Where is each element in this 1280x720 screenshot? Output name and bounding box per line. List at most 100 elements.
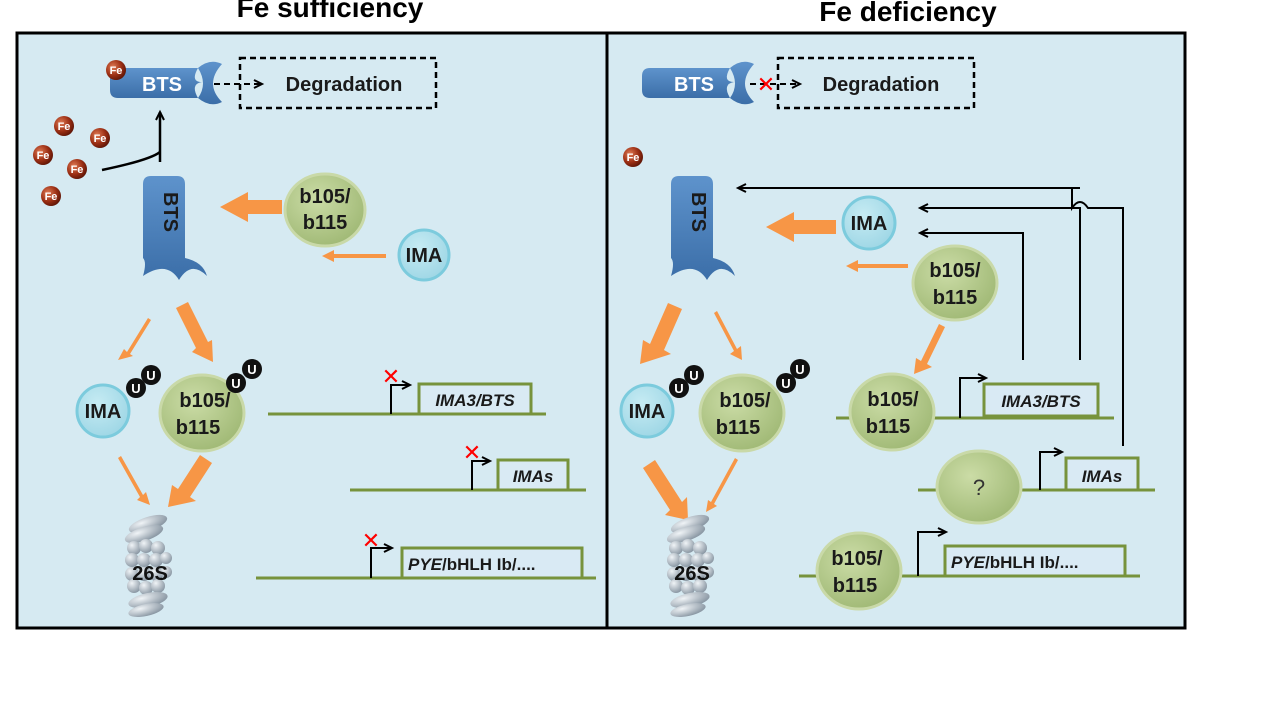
ubiquitin-label: U: [674, 381, 683, 396]
bts-protein-vertical: BTS: [671, 176, 735, 280]
b115-label: b115: [833, 575, 877, 597]
gene-label: IMAs: [1082, 467, 1123, 486]
orange-arrow-thin: [706, 458, 738, 512]
bhlh-b105-b115-bound: b105/ b115: [815, 531, 903, 611]
ubiquitin-label: U: [146, 368, 155, 383]
fe-label: Fe: [94, 133, 107, 145]
b115-label: b115: [933, 287, 977, 309]
ima-protein: IMA: [75, 383, 131, 439]
gene-ima3-bts-repressed: IMA3/BTS ✕: [268, 364, 546, 416]
gene-pye-active: PYE/bHLH Ib/....: [799, 527, 1140, 578]
ima-protein: IMA: [397, 228, 451, 282]
bhlh-b105-b115: b105/ b115: [283, 172, 367, 248]
b115-label: b115: [303, 212, 347, 234]
fe-label: Fe: [45, 191, 58, 203]
fe-label: Fe: [37, 150, 50, 162]
gene-imas-active: IMAs: [918, 447, 1155, 492]
gene-imas-repressed: IMAs ✕: [350, 440, 586, 492]
b105-label: b105/: [299, 186, 351, 208]
orange-arrow-thin: [846, 260, 908, 272]
gene-label: IMA3/BTS: [1001, 392, 1081, 411]
orange-arrow-thick: [176, 302, 213, 362]
bts-label: BTS: [674, 74, 714, 96]
proteasome-26s: 26S: [664, 511, 714, 620]
ubiquitin-label: U: [795, 362, 804, 377]
b105-label: b105/: [831, 548, 883, 570]
ima-label: IMA: [851, 213, 888, 235]
ubiquitin-tag: U U: [126, 365, 161, 398]
block-x-icon: ✕: [757, 72, 775, 97]
gene-label: PYE: [951, 553, 986, 572]
bts-label: BTS: [687, 192, 709, 232]
feedback-arrows: [735, 183, 1124, 446]
orange-arrow-thin: [714, 311, 742, 360]
bts-protein-vertical: BTS: [143, 176, 207, 280]
bts-label: BTS: [142, 74, 182, 96]
gene-ima3-bts-active: IMA3/BTS: [836, 373, 1114, 420]
b115-label: b115: [716, 417, 760, 439]
gene-label: PYE: [408, 555, 443, 574]
panel-fe-deficiency: [605, 31, 1187, 630]
orange-arrow-thin: [118, 318, 151, 360]
gene-label: IMA3/BTS: [435, 391, 515, 410]
bhlh-b105-b115-bound: b105/ b115: [848, 372, 936, 452]
gene-label: /bHLH Ib/....: [985, 553, 1079, 572]
ubiquitin-label: U: [231, 376, 240, 391]
bhlh-b105-b115: b105/ b115: [698, 373, 786, 453]
bts-protein-horizontal: BTS: [110, 61, 222, 105]
proteasome-label: 26S: [132, 563, 168, 585]
degradation-box: [776, 56, 976, 110]
fe-label: Fe: [71, 164, 84, 176]
fe-ion: Fe: [623, 147, 643, 167]
gene-pye-repressed: PYE/bHLH Ib/.... ✕: [256, 528, 596, 580]
proteasome-26s: 26S: [122, 511, 172, 620]
fe-ion: Fe: [106, 60, 126, 80]
unknown-label: ?: [973, 475, 985, 500]
b115-label: b115: [176, 417, 220, 439]
orange-arrow-thick: [220, 192, 282, 222]
block-x-icon: ✕: [362, 528, 380, 553]
gene-label: PYE/bHLH Ib/....: [408, 555, 536, 574]
block-x-icon: ✕: [382, 364, 400, 389]
degradation-box: [238, 56, 438, 110]
fe-cluster: Fe Fe Fe Fe Fe: [33, 116, 110, 206]
ima-protein: IMA: [619, 383, 675, 439]
gene-label: PYE/bHLH Ib/....: [951, 553, 1079, 572]
fe-label: Fe: [627, 152, 640, 164]
fe-binding-curve: [101, 150, 161, 172]
orange-arrow-thin: [322, 250, 386, 262]
orange-arrow-thick: [766, 212, 836, 242]
ubiquitin-tag: U U: [776, 359, 810, 393]
orange-arrow-thick: [168, 455, 212, 507]
panel-fe-sufficiency: [15, 31, 609, 630]
gene-label: IMAs: [513, 467, 554, 486]
fe-label: Fe: [58, 121, 71, 133]
orange-arrow-thin: [118, 456, 150, 505]
block-x-icon: ✕: [463, 440, 481, 465]
b105-label: b105/: [719, 390, 771, 412]
proteasome-label: 26S: [674, 563, 710, 585]
gene-label: /bHLH Ib/....: [442, 555, 536, 574]
orange-arrow-thin: [914, 324, 945, 374]
ubiquitin-label: U: [689, 368, 698, 383]
unknown-factor: ?: [935, 449, 1023, 525]
title-fe-deficiency: Fe deficiency: [819, 0, 997, 27]
ubiquitin-label: U: [247, 362, 256, 377]
orange-arrow-thick: [640, 303, 682, 364]
ima-label: IMA: [629, 401, 666, 423]
orange-arrow-thick: [643, 460, 688, 520]
bts-protein-horizontal: BTS: [642, 61, 754, 105]
ubiquitin-label: U: [781, 376, 790, 391]
degradation-label: Degradation: [823, 74, 940, 96]
ubiquitin-label: U: [131, 381, 140, 396]
title-fe-sufficiency: Fe sufficiency: [237, 0, 424, 23]
b105-label: b105/: [929, 260, 981, 282]
ubiquitin-tag: U U: [669, 365, 704, 398]
b115-label: b115: [866, 416, 910, 438]
bhlh-b105-b115: b105/ b115: [158, 373, 246, 453]
ima-label: IMA: [406, 245, 443, 267]
degradation-label: Degradation: [286, 74, 403, 96]
b105-label: b105/: [867, 389, 919, 411]
ima-label: IMA: [85, 401, 122, 423]
